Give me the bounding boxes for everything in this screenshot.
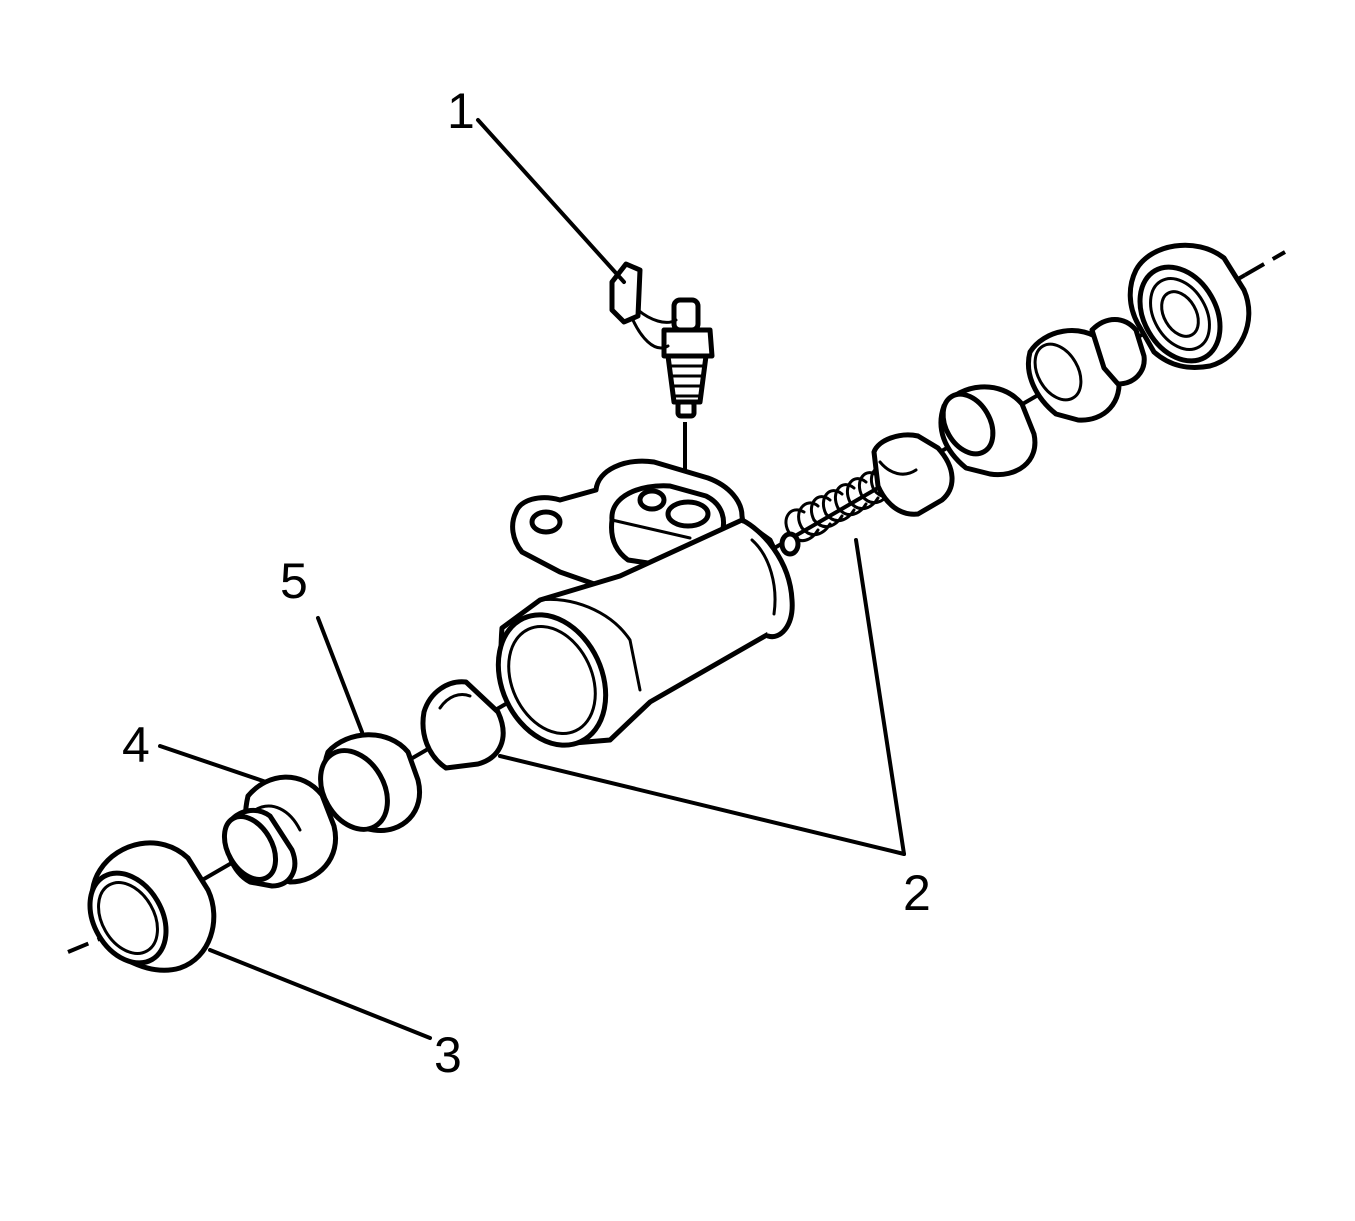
callout-1: 1 — [447, 83, 475, 139]
right-cup — [938, 384, 1038, 478]
left-dust-boot — [87, 840, 217, 973]
bleeder-screw — [609, 261, 715, 419]
leader-2-right — [854, 538, 906, 856]
left-spring-cone — [420, 679, 506, 771]
right-piston — [1026, 317, 1147, 423]
leader-5 — [316, 616, 364, 734]
left-cup — [318, 732, 422, 833]
callout-4: 4 — [122, 717, 150, 773]
right-spring — [779, 459, 904, 557]
callout-2: 2 — [903, 865, 931, 921]
right-dust-boot — [1127, 242, 1252, 370]
callout-labels: 1 2 3 4 5 — [122, 83, 931, 1083]
leader-2-left — [498, 754, 906, 856]
right-spring-cone — [871, 432, 955, 517]
left-piston — [221, 774, 338, 889]
cylinder-body — [495, 458, 795, 748]
leader-3 — [208, 948, 432, 1040]
callout-3: 3 — [434, 1027, 462, 1083]
callout-5: 5 — [280, 553, 308, 609]
leader-lines — [158, 118, 906, 1040]
leader-4 — [158, 744, 268, 784]
leader-1 — [476, 118, 626, 284]
